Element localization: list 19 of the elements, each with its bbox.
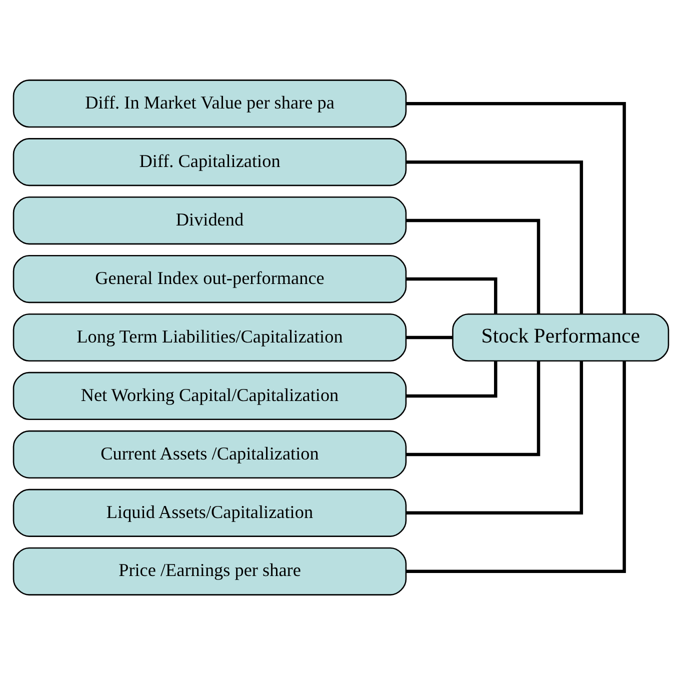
node-box: General Index out-performance <box>12 254 407 304</box>
node-box: Dividend <box>12 196 407 245</box>
connector <box>406 160 584 314</box>
connector <box>406 360 498 398</box>
node-box: Diff. Capitalization <box>12 138 407 186</box>
node-box: Current Assets /Capitalization <box>12 430 407 478</box>
node-box: Long Term Liabilities/Capitalization <box>12 313 407 362</box>
node-box: Stock Performance <box>452 313 670 362</box>
node-box: Liquid Assets/Capitalization <box>12 488 407 537</box>
connector <box>406 218 540 314</box>
node-box: Diff. In Market Value per share pa <box>12 80 407 128</box>
connector <box>406 361 584 515</box>
connector <box>406 361 626 574</box>
connector <box>406 336 452 340</box>
connector <box>406 361 540 456</box>
node-box: Net Working Capital/Capitalization <box>12 372 407 420</box>
node-box: Price /Earnings per share <box>12 547 407 596</box>
connector <box>406 102 626 314</box>
connector <box>406 277 498 314</box>
